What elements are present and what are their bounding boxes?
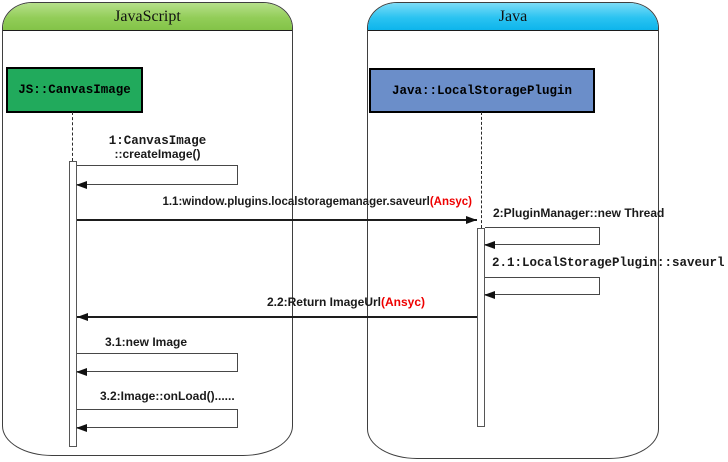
arrowhead-left-icon — [484, 241, 495, 249]
message-1-1-text: 1.1:window.plugins.localstoragemanager.s… — [162, 196, 430, 208]
arrowhead-right-icon — [466, 216, 477, 224]
object-label-java-localstorageplugin: Java::LocalStoragePlugin — [391, 83, 573, 98]
frame-java-title: Java — [498, 7, 528, 25]
self-message-3-1-loop — [76, 353, 238, 376]
frame-javascript-header: JavaScript — [3, 3, 292, 31]
arrowhead-left-icon — [484, 291, 495, 299]
message-2-1-label: 2.1:LocalStoragePlugin::saveurl — [492, 256, 725, 270]
activation-bar-js — [69, 161, 77, 447]
lifeline-java — [481, 112, 482, 228]
message-2-2-async-suffix: (Ansyc) — [380, 295, 425, 309]
message-1-label-line2: ::createImage() — [114, 147, 201, 161]
object-box-js-canvasimage: JS::CanvasImage — [6, 67, 143, 113]
frame-javascript-title: JavaScript — [114, 7, 181, 25]
message-2-label: 2:PluginManager::new Thread — [493, 206, 665, 220]
lifeline-js — [72, 112, 73, 161]
arrowhead-left-icon — [76, 424, 87, 432]
message-1-1-label: 1.1:window.plugins.localstoragemanager.s… — [162, 196, 472, 209]
frame-java-header: Java — [368, 3, 658, 31]
self-message-1-loop — [76, 165, 238, 189]
message-1-1-async-suffix: (Ansyc) — [429, 196, 472, 208]
message-2-2-text: 2.2:Return ImageUrl — [266, 295, 381, 309]
message-3-1-label: 3.1:new Image — [105, 335, 188, 349]
activation-bar-java — [477, 228, 485, 427]
object-box-java-localstorageplugin: Java::LocalStoragePlugin — [369, 68, 595, 113]
arrowhead-left-icon — [76, 181, 87, 189]
message-1-label-line1: 1:CanvasImage — [108, 134, 207, 148]
arrowhead-left-icon — [76, 368, 87, 376]
self-message-2-loop — [484, 227, 600, 249]
object-label-js-canvasimage: JS::CanvasImage — [18, 83, 131, 97]
message-3-2-label: 3.2:Image::onLoad()...... — [100, 389, 235, 403]
self-message-3-2-loop — [76, 409, 238, 432]
message-2-2-label: 2.2:Return ImageUrl(Ansyc) — [267, 296, 425, 309]
message-2-2-arrow — [77, 313, 477, 321]
frame-java: Java — [367, 2, 659, 459]
arrowhead-left-icon — [77, 313, 88, 321]
message-1-1-arrow — [77, 216, 477, 224]
self-message-2-1-loop — [484, 277, 600, 299]
